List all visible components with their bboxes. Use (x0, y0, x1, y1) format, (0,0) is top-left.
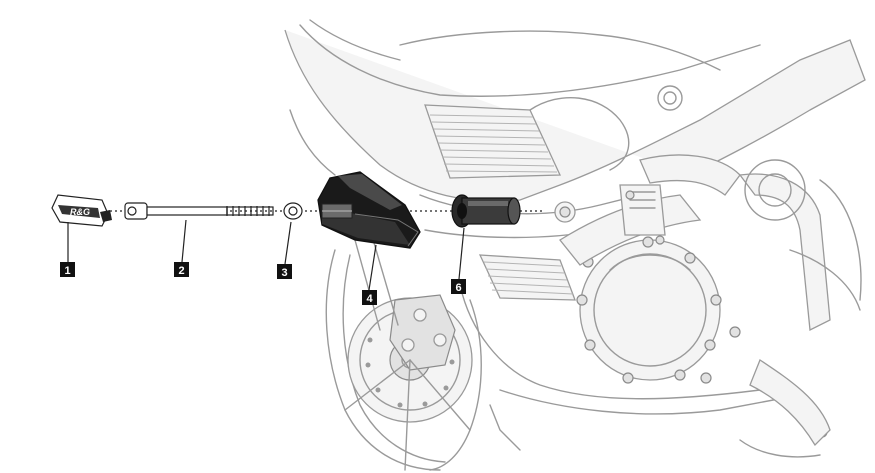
spacer (451, 194, 521, 228)
upper-vent-grille (429, 114, 558, 173)
bolt (124, 202, 274, 220)
callout-1-label: 1 (64, 265, 70, 277)
callout-4-label: 4 (366, 293, 373, 305)
callout-6: 6 (451, 279, 466, 294)
callout-2: 2 (174, 262, 189, 277)
callout-4: 4 (362, 290, 377, 305)
callout-2-label: 2 (178, 265, 184, 277)
motorcycle-line-art (284, 19, 866, 471)
callout-3: 3 (277, 264, 292, 279)
crash-protector-bobbin (317, 171, 421, 249)
washer (283, 202, 303, 220)
callout-leaders (67, 219, 465, 291)
bolt-thread (226, 206, 270, 216)
callout-3-label: 3 (281, 267, 287, 279)
lower-vent-grille (483, 261, 574, 295)
cap-logo: R&G (70, 207, 90, 217)
callout-6-label: 6 (455, 282, 461, 294)
callout-1: 1 (60, 262, 75, 277)
engine-cover-bolts (576, 236, 722, 384)
end-cap: R&G (51, 194, 112, 227)
